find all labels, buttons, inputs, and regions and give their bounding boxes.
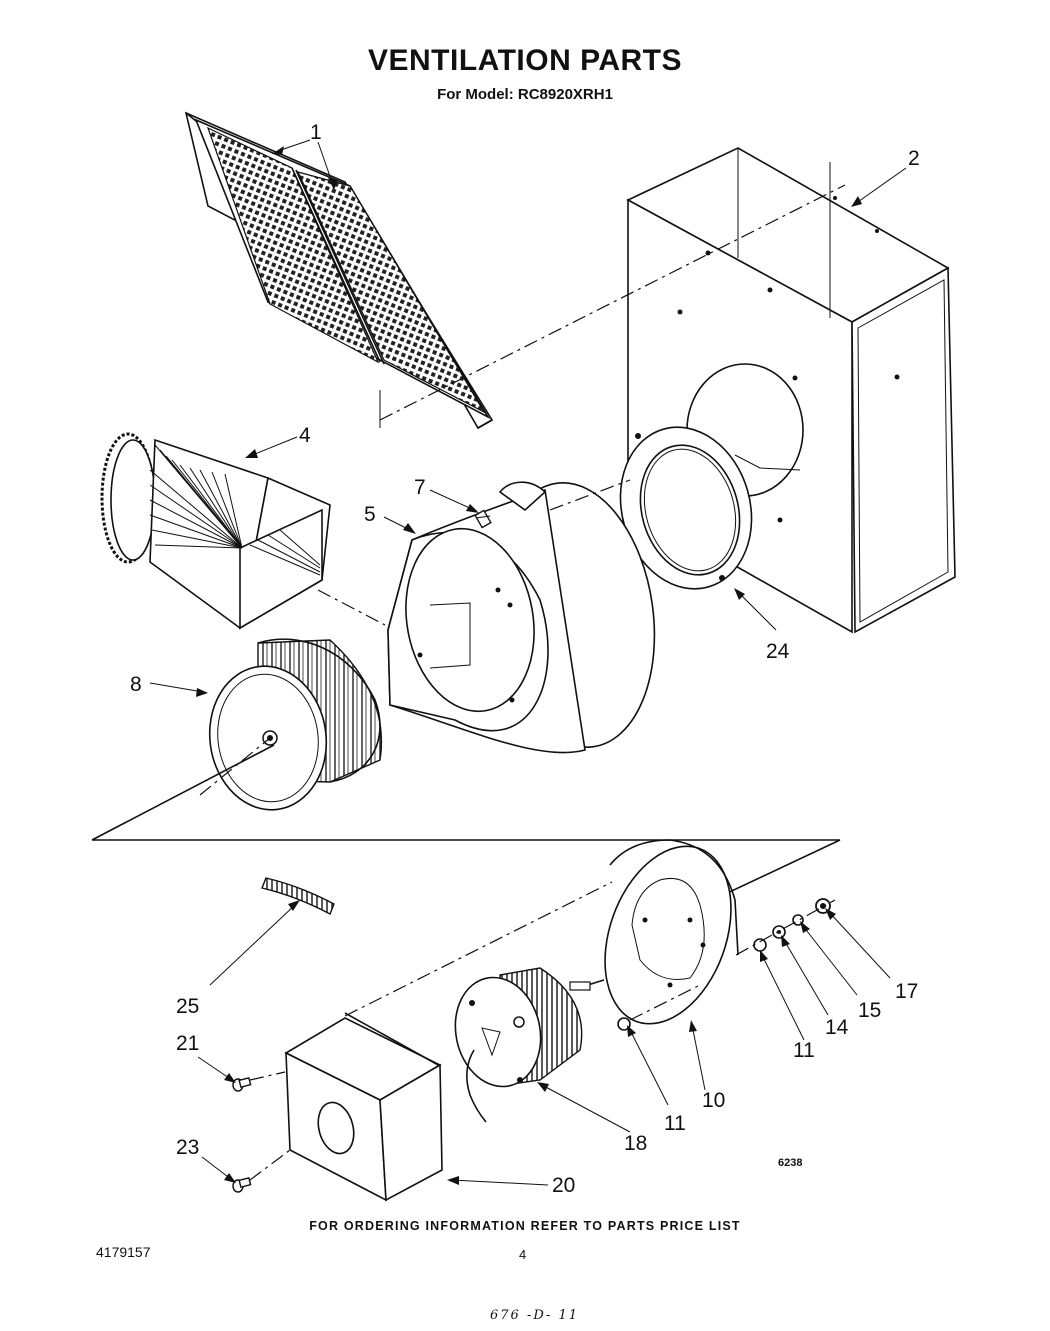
callout-11-rear: 11 <box>793 1039 815 1062</box>
callout-15: 15 <box>858 999 881 1022</box>
electrical-junction-box <box>284 1012 443 1202</box>
blower-motor <box>454 967 605 1123</box>
assembly-axis-lines <box>199 184 846 1181</box>
callout-11-front: 11 <box>664 1112 686 1135</box>
callout-7: 7 <box>414 476 426 499</box>
blower-wheel <box>208 638 383 811</box>
callout-23: 23 <box>176 1136 199 1159</box>
blower-ring-gasket <box>619 426 753 590</box>
screw-part-23 <box>232 1176 252 1193</box>
callout-labels: 1 2 4 5 7 8 24 25 21 23 20 18 11 10 11 1… <box>130 121 920 1197</box>
screw-part-7 <box>474 509 492 529</box>
handwritten-note: 676 -D- 11 <box>490 1308 580 1323</box>
callout-14: 14 <box>825 1016 849 1039</box>
callout-25: 25 <box>176 995 199 1018</box>
callout-leaders <box>149 139 907 1186</box>
callout-10: 10 <box>702 1089 725 1112</box>
callout-24: 24 <box>766 640 790 663</box>
callout-17: 17 <box>895 980 918 1003</box>
damper-duct-transition <box>100 432 331 630</box>
page-title: VENTILATION PARTS <box>367 44 683 77</box>
callout-20: 20 <box>552 1174 575 1197</box>
callout-8: 8 <box>130 673 142 696</box>
charcoal-filter-grilles <box>184 111 494 430</box>
blower-scroll-housing <box>387 481 656 754</box>
screw-part-21 <box>232 1076 252 1092</box>
page-number: 4 <box>519 1247 527 1262</box>
drawing-code: 6238 <box>778 1157 802 1169</box>
callout-1: 1 <box>310 121 322 144</box>
damper-blades <box>149 444 321 576</box>
ordering-info-note: FOR ORDERING INFORMATION REFER TO PARTS … <box>309 1219 741 1233</box>
spring-coil-part-25 <box>261 877 335 915</box>
nut-part-11-front <box>617 1017 631 1031</box>
callout-21: 21 <box>176 1032 199 1055</box>
callout-2: 2 <box>908 147 920 170</box>
callout-4: 4 <box>299 424 311 447</box>
document-number: 4179157 <box>96 1244 151 1260</box>
callout-18: 18 <box>624 1132 647 1155</box>
nut-part-11-rear <box>753 938 767 952</box>
washer-part-14 <box>772 925 786 939</box>
callout-5: 5 <box>364 503 376 526</box>
motor-mounting-plate <box>604 839 739 1025</box>
model-subtitle: For Model: RC8920XRH1 <box>437 86 613 103</box>
